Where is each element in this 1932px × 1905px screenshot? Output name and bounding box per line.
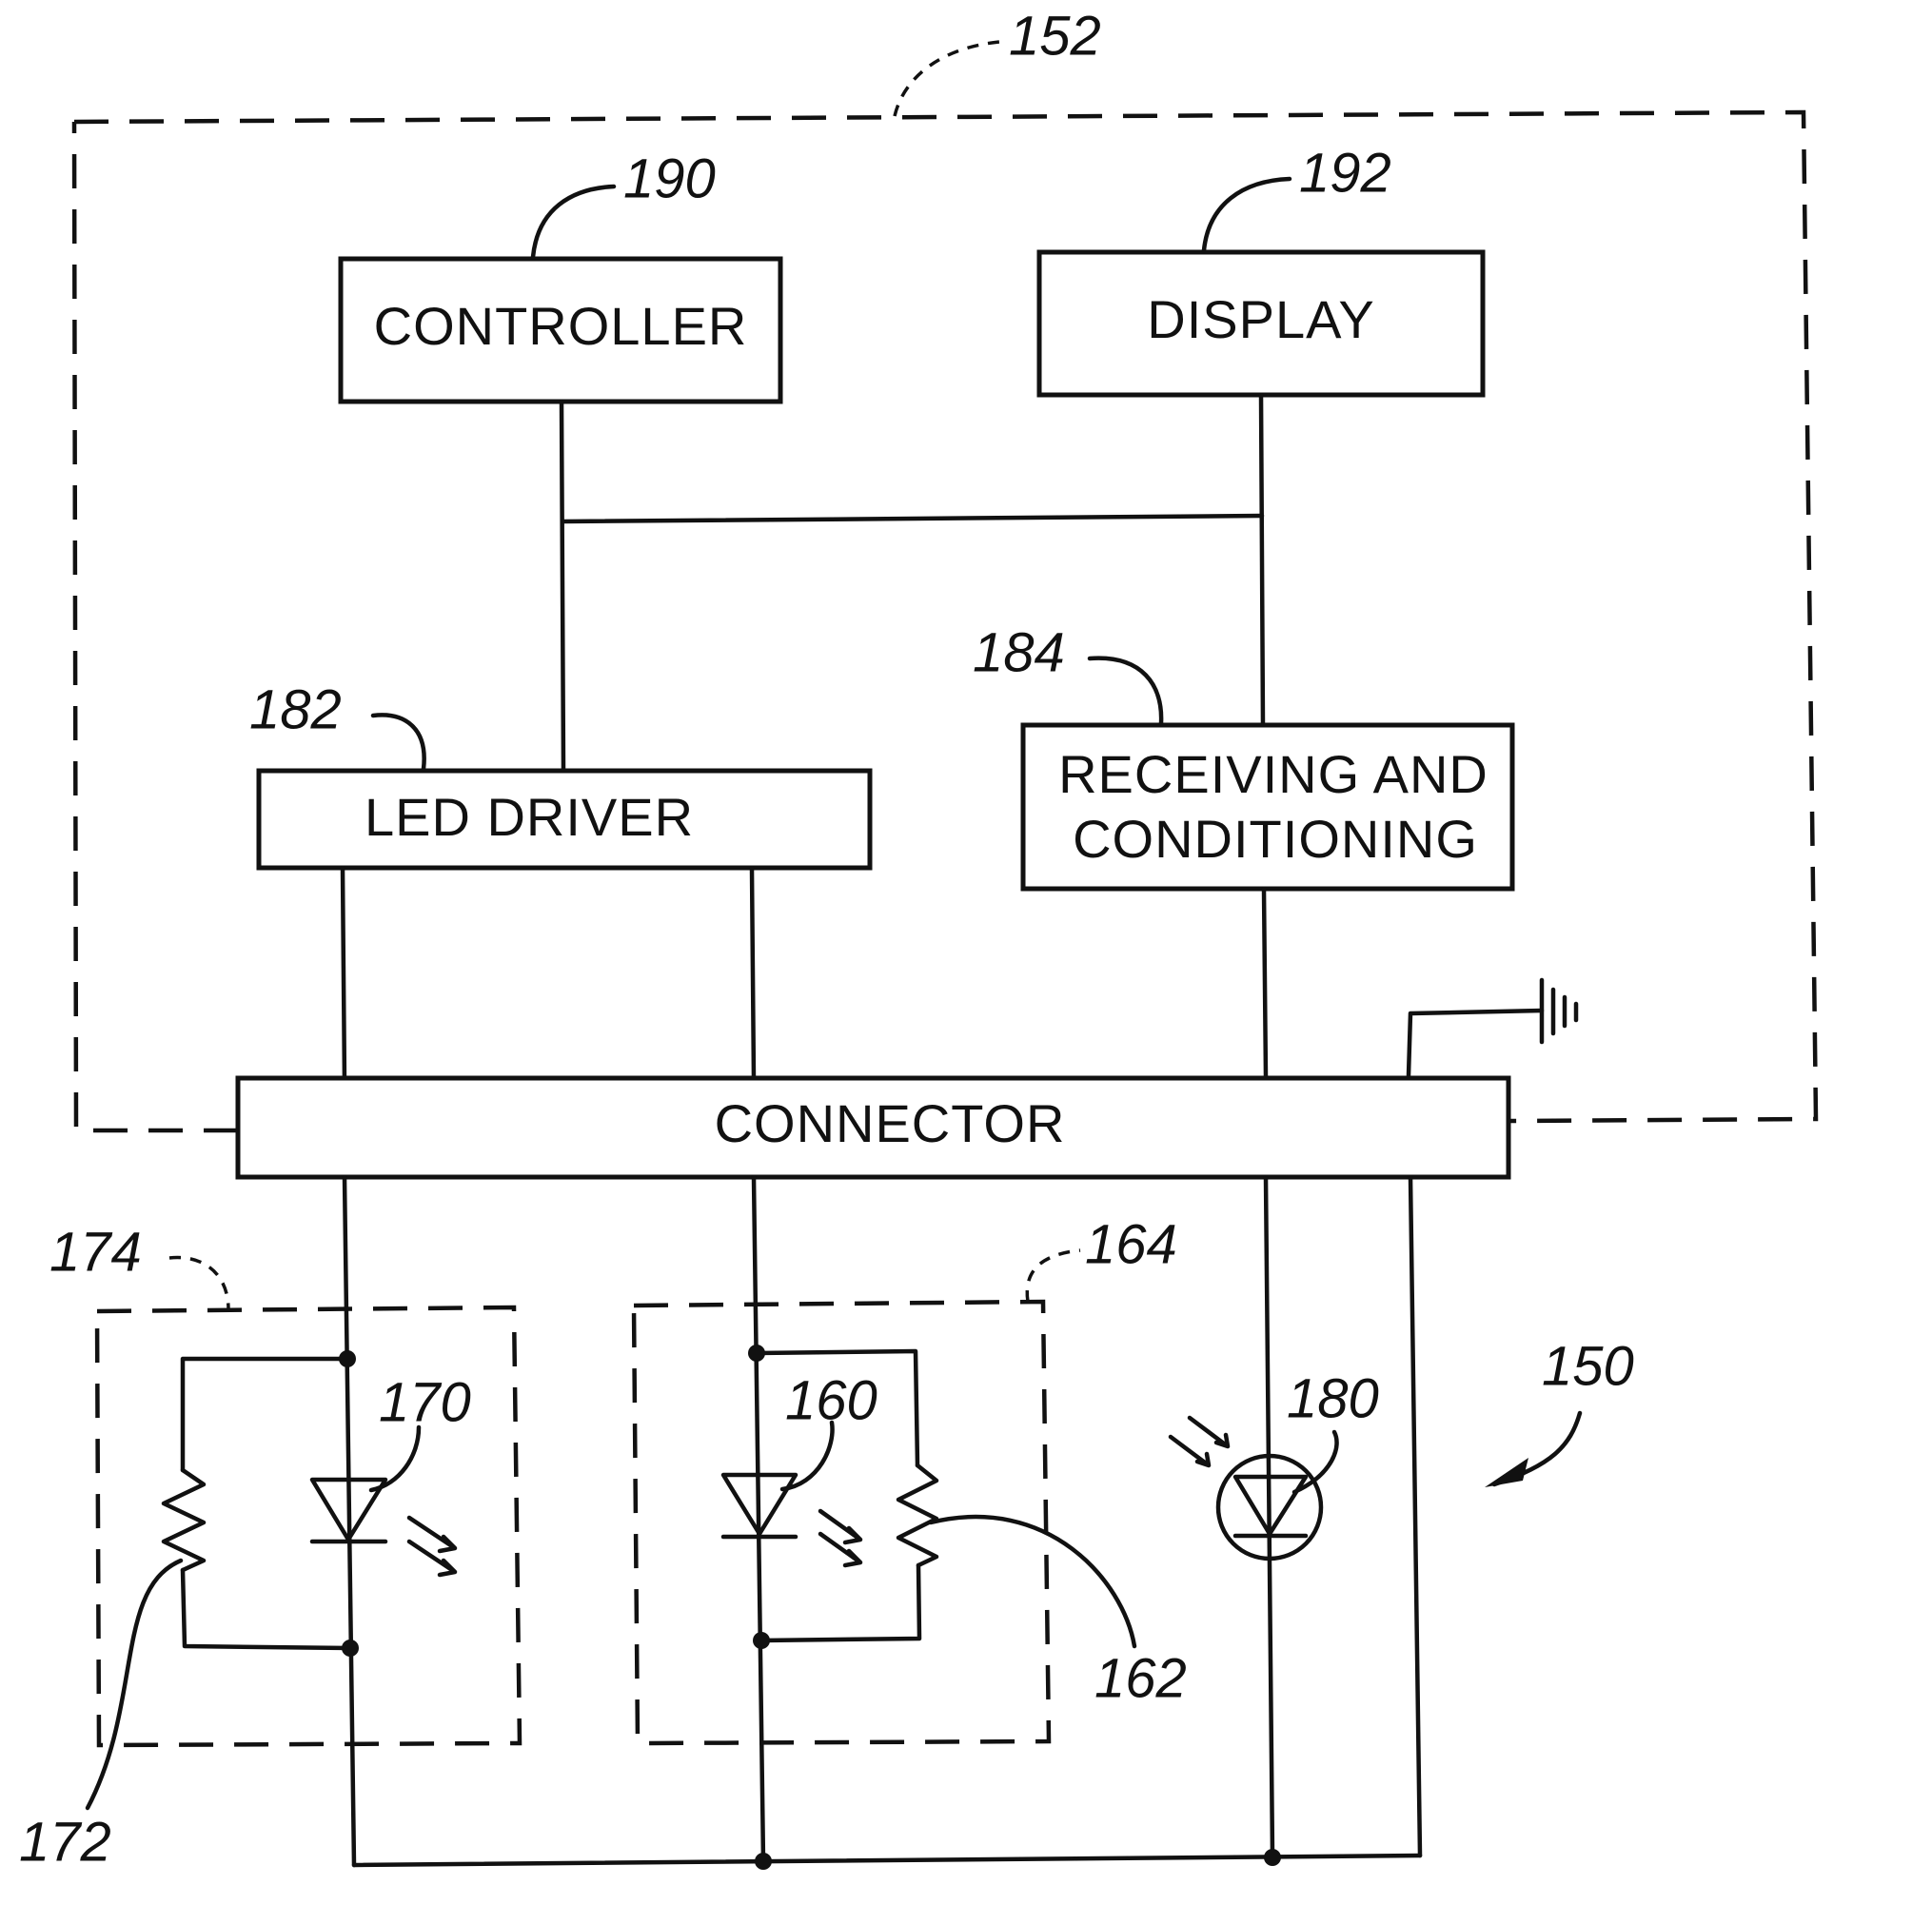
ref-164: 164 <box>1085 1213 1177 1275</box>
leader-164 <box>1027 1250 1080 1302</box>
ground-return-wire <box>1410 1177 1420 1856</box>
ref-190: 190 <box>623 147 716 209</box>
led-driver-label: LED DRIVER <box>365 787 694 847</box>
leader-152 <box>895 42 999 116</box>
leader-184 <box>1090 658 1161 723</box>
ref-160: 160 <box>785 1369 877 1431</box>
monitor-boundary <box>74 112 1816 1130</box>
leader-160 <box>782 1423 833 1489</box>
controller-label: CONTROLLER <box>374 296 748 356</box>
ref-152: 152 <box>1009 5 1101 67</box>
ref-170: 170 <box>379 1371 471 1433</box>
display-label: DISPLAY <box>1147 289 1374 349</box>
connector-label: CONNECTOR <box>715 1093 1066 1153</box>
ref-150: 150 <box>1542 1335 1634 1397</box>
wire-to-module-174 <box>345 1177 354 1865</box>
module-164-boundary <box>634 1302 1049 1743</box>
wire-to-photodiode <box>1266 1177 1272 1856</box>
horizontal-bus-wire <box>563 516 1262 521</box>
arrow-icon <box>1485 1413 1580 1487</box>
ref-162: 162 <box>1094 1647 1187 1709</box>
ref-172: 172 <box>19 1811 111 1873</box>
led-icon <box>312 1480 455 1575</box>
leader-174 <box>169 1258 228 1309</box>
receiver-wire <box>1264 889 1266 1077</box>
ref-180: 180 <box>1287 1367 1379 1429</box>
leader-182 <box>373 715 424 769</box>
ref-184: 184 <box>973 621 1065 683</box>
ref-182: 182 <box>249 678 342 740</box>
led-driver-wire-right <box>752 868 754 1080</box>
ground-symbol-icon <box>1409 980 1576 1075</box>
leader-192 <box>1204 179 1290 250</box>
receiving-label-line1: RECEIVING AND <box>1058 744 1488 804</box>
leader-172 <box>88 1561 181 1808</box>
display-bus-wire <box>1261 395 1263 725</box>
resistor-icon <box>898 1465 936 1565</box>
receiving-label-line2: CONDITIONING <box>1073 809 1478 869</box>
ref-192: 192 <box>1299 142 1391 204</box>
leader-162 <box>931 1517 1134 1646</box>
controller-bus-wire <box>562 402 563 771</box>
wire-to-module-164 <box>754 1177 763 1861</box>
common-bottom-wire <box>354 1856 1420 1865</box>
led-driver-wire-left <box>343 868 345 1085</box>
leader-190 <box>533 187 614 257</box>
resistor-icon <box>164 1470 204 1570</box>
ref-174: 174 <box>49 1221 142 1283</box>
